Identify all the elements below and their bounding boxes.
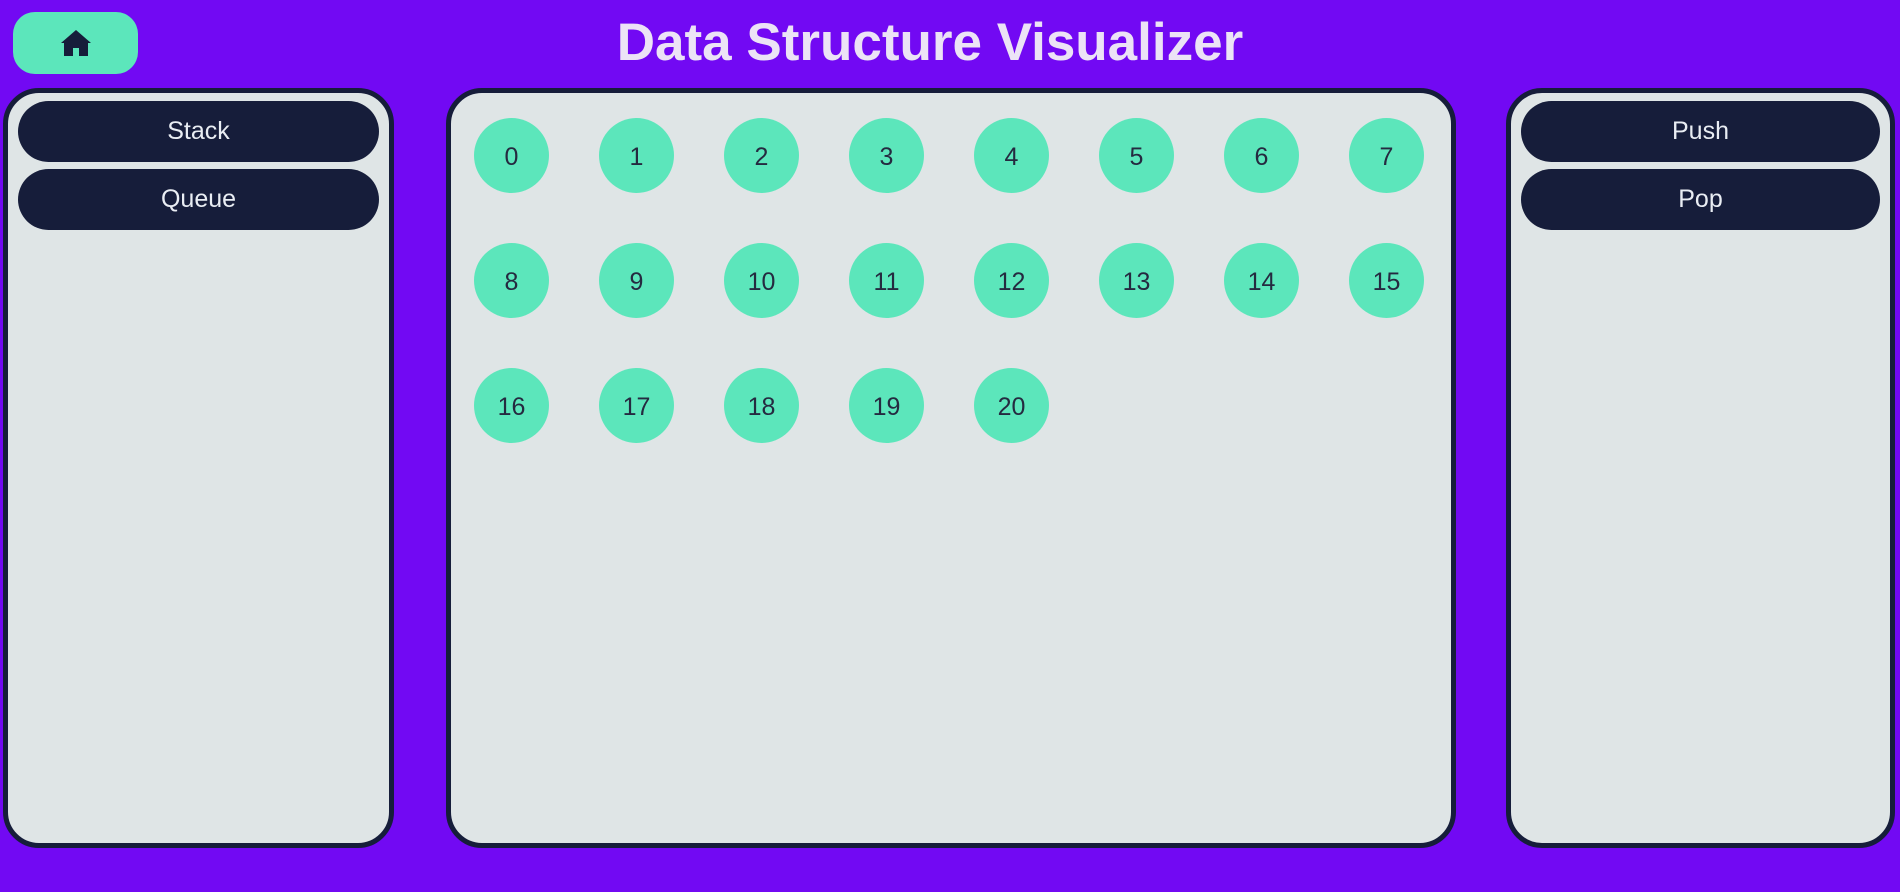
node-10: 10: [724, 243, 799, 318]
node-4: 4: [974, 118, 1049, 193]
node-11: 11: [849, 243, 924, 318]
node-17: 17: [599, 368, 674, 443]
push-button[interactable]: Push: [1521, 101, 1880, 162]
node-19: 19: [849, 368, 924, 443]
node-20: 20: [974, 368, 1049, 443]
pop-button[interactable]: Pop: [1521, 169, 1880, 230]
queue-button[interactable]: Queue: [18, 169, 379, 230]
home-icon: [60, 28, 92, 58]
node-15: 15: [1349, 243, 1424, 318]
node-9: 9: [599, 243, 674, 318]
page-title: Data Structure Visualizer: [616, 13, 1244, 72]
node-1: 1: [599, 118, 674, 193]
node-2: 2: [724, 118, 799, 193]
structure-panel: Stack Queue: [3, 88, 394, 848]
stack-button[interactable]: Stack: [18, 101, 379, 162]
node-12: 12: [974, 243, 1049, 318]
node-7: 7: [1349, 118, 1424, 193]
node-3: 3: [849, 118, 924, 193]
node-18: 18: [724, 368, 799, 443]
node-0: 0: [474, 118, 549, 193]
node-8: 8: [474, 243, 549, 318]
node-13: 13: [1099, 243, 1174, 318]
operations-panel: Push Pop: [1506, 88, 1895, 848]
node-5: 5: [1099, 118, 1174, 193]
node-14: 14: [1224, 243, 1299, 318]
node-6: 6: [1224, 118, 1299, 193]
home-button[interactable]: [13, 12, 138, 74]
node-16: 16: [474, 368, 549, 443]
